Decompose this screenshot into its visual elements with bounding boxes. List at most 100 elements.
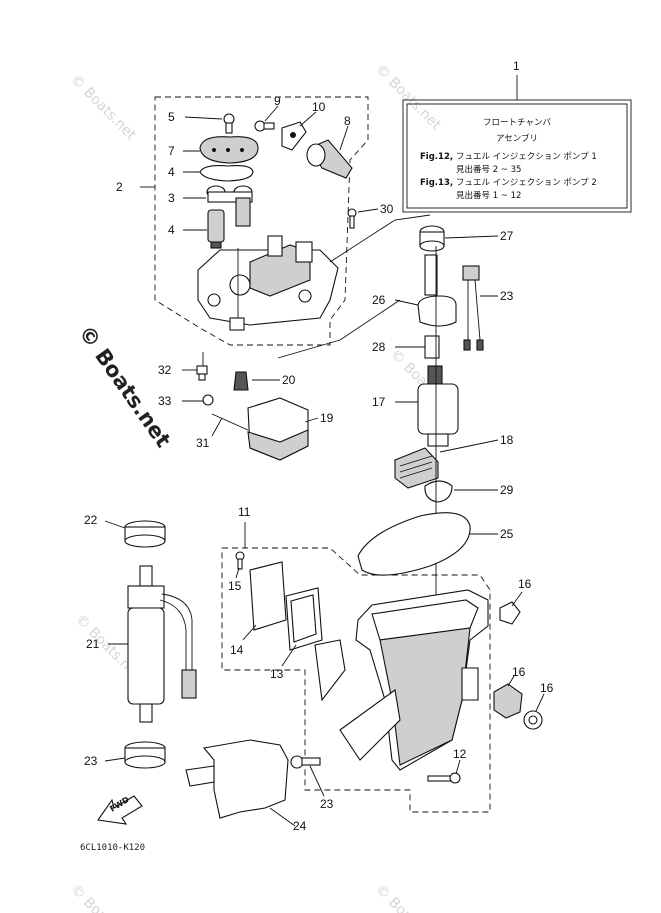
- part-22-pump: [127, 565, 197, 723]
- part-13-gasket: [285, 587, 323, 651]
- leader-line: [309, 765, 325, 797]
- callout-24: 23: [500, 289, 514, 303]
- part-33-pin: [211, 413, 249, 431]
- info-fig12: Fig.12,: [420, 152, 453, 162]
- callout-35: 33: [158, 394, 172, 408]
- callout-7: 7: [168, 144, 175, 158]
- part-24-harness: [462, 265, 484, 351]
- leader-line: [104, 757, 126, 762]
- leader-line: [444, 235, 499, 239]
- callout-22: 21: [86, 637, 100, 651]
- part-25-bolt: [290, 755, 321, 769]
- callout-14: 14: [230, 643, 244, 657]
- part-float-chamber: [314, 589, 489, 771]
- part-30-spacer: [424, 335, 440, 359]
- fwd-arrow: FWD: [97, 795, 143, 825]
- part-31-clip: [424, 480, 453, 503]
- callout-5: 4: [168, 165, 175, 179]
- callout-31: 29: [500, 483, 514, 497]
- callout-28: 26: [372, 293, 386, 307]
- callout-27: 25: [500, 527, 514, 541]
- leader-line: [242, 624, 257, 641]
- leader-line: [235, 567, 240, 579]
- drawing-code: 6CL1010-K120: [80, 843, 145, 853]
- info-line-1: フロートチャンバ: [483, 118, 551, 128]
- info-box: 1 フロートチャンバ アセンブリ Fig.12, フュエル インジェクション ポ…: [402, 59, 632, 213]
- part-19-strainer: [394, 447, 439, 489]
- callout-29: 27: [500, 229, 514, 243]
- info-box-frame: [402, 99, 632, 213]
- callout-21: 20: [282, 373, 296, 387]
- part-8-regulator: [306, 139, 353, 179]
- callout-26: 24: [293, 819, 307, 833]
- connector-line: [277, 339, 341, 359]
- part-28-filter: [417, 254, 457, 327]
- watermark-text: © Boats.net: [67, 882, 139, 913]
- callout-6: 5: [168, 110, 175, 124]
- leader-line: [339, 125, 349, 151]
- part-12-bolt: [427, 772, 461, 784]
- info-line-2: アセンブリ: [496, 133, 538, 144]
- part-15-screw: [235, 551, 245, 570]
- part-18-pump: [417, 365, 459, 447]
- part-35-screw: [202, 394, 214, 406]
- callout-16: 16: [518, 577, 532, 591]
- part-10-bracket: [281, 121, 307, 151]
- part-23-band-upper: [124, 520, 166, 548]
- callout-13: 13: [270, 667, 284, 681]
- part-14-plate: [249, 561, 287, 631]
- info-line-5: フュエル インジェクション ポンプ 2: [456, 178, 597, 188]
- leader-line: [304, 417, 319, 423]
- callout-23: 22: [84, 513, 98, 527]
- leader-line: [184, 116, 223, 120]
- callout-16: 16: [540, 681, 554, 695]
- leader-line: [357, 208, 379, 213]
- callout-8: 8: [344, 114, 351, 128]
- callout-10: 10: [312, 100, 326, 114]
- callout-30: 28: [372, 340, 386, 354]
- part-23-band-lower: [124, 741, 166, 769]
- part-cover-body: [197, 235, 339, 331]
- callout-1: 1: [513, 59, 520, 73]
- callout-25: 23: [320, 797, 334, 811]
- part-29-grommet: [419, 225, 445, 252]
- info-fig13: Fig.13,: [420, 178, 453, 188]
- info-box-inner-frame: [406, 103, 628, 209]
- callout-11: 11: [238, 505, 251, 519]
- connector-line: [329, 214, 431, 263]
- watermark-text: © Boats.net: [372, 62, 444, 134]
- leader-line: [299, 111, 317, 127]
- leader-line: [535, 693, 545, 712]
- callout-9: 9: [274, 94, 281, 108]
- part-27-gasket: [357, 512, 471, 576]
- leader-line: [439, 439, 499, 453]
- callout-15: 15: [228, 579, 242, 593]
- callout-3: 3: [168, 191, 175, 205]
- leader-line: [269, 807, 296, 827]
- leader-line: [104, 520, 126, 529]
- part-5-gasket: [199, 165, 254, 182]
- callout-32: 30: [380, 202, 394, 216]
- leader-line: [507, 675, 515, 687]
- part-7-cover: [199, 136, 259, 164]
- info-line-6: 見出番号 1 ~ 12: [456, 190, 521, 201]
- part-6-screw: [223, 113, 235, 134]
- part-26-bracket: [185, 739, 289, 819]
- info-line-4: 見出番号 2 ~ 35: [456, 164, 521, 175]
- callout-18: 17: [372, 395, 386, 409]
- leader-line: [281, 644, 297, 667]
- part-4-injector: [207, 209, 225, 249]
- leader-line: [511, 591, 523, 607]
- part-16-cap-lower: [523, 710, 543, 730]
- part-32-screw: [347, 208, 357, 229]
- part-17-grommet: [493, 683, 523, 719]
- watermark-main: © Boats.net: [74, 321, 175, 452]
- part-21-sensor: [233, 371, 249, 391]
- callout-20: 19: [320, 411, 334, 425]
- callout-33: 31: [196, 436, 210, 450]
- part-3-holder: [206, 185, 253, 227]
- connector-line: [339, 299, 401, 341]
- callout-17: 16: [512, 665, 526, 679]
- part-20-housing: [247, 397, 309, 461]
